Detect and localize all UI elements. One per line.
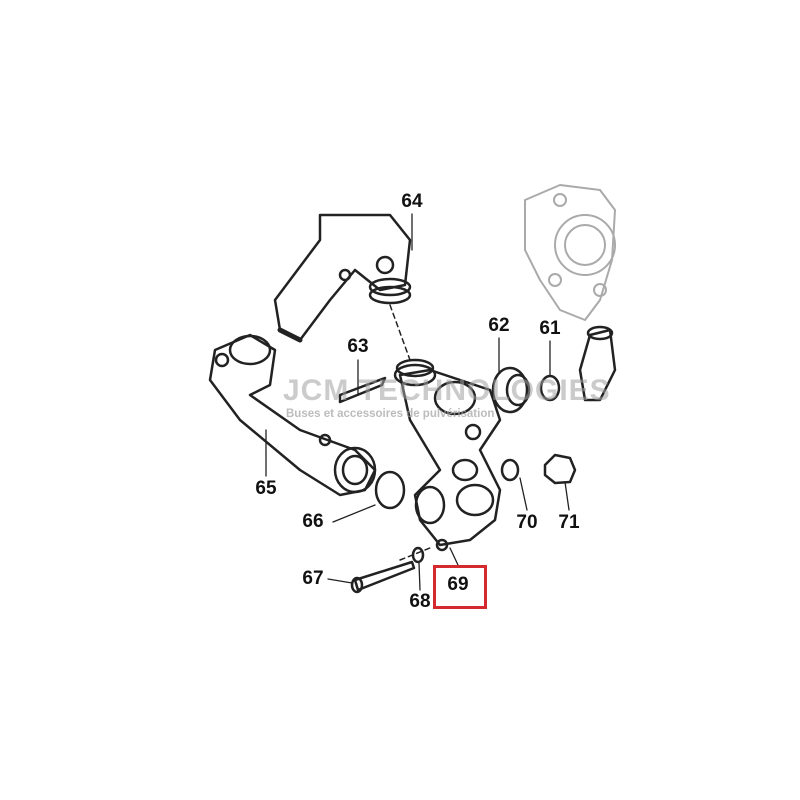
hose-fitting	[578, 325, 617, 402]
part-64	[273, 213, 412, 343]
callout-61: 61	[539, 318, 561, 339]
part-68	[411, 546, 425, 564]
callout-68: 68	[409, 591, 431, 612]
callout-69: 69	[447, 574, 469, 595]
callout-64: 64	[401, 191, 423, 212]
part-71	[543, 453, 577, 485]
part-69	[393, 358, 502, 552]
callout-62: 62	[488, 315, 510, 336]
part-63	[338, 376, 387, 404]
callout-70: 70	[516, 512, 538, 533]
part-62	[491, 366, 531, 414]
pump-housing	[524, 184, 616, 321]
watermark-subtitle: Buses et accessoires de pulvérisation	[286, 408, 495, 420]
part-67	[350, 560, 416, 594]
callout-66: 66	[302, 511, 324, 532]
part-70	[500, 458, 520, 482]
callout-71: 71	[558, 512, 580, 533]
callout-65: 65	[255, 478, 277, 499]
highlight-box	[433, 565, 487, 609]
callout-63: 63	[347, 336, 369, 357]
callout-67: 67	[302, 568, 324, 589]
part-65	[208, 333, 377, 497]
part-66	[374, 470, 406, 510]
watermark-title: JCM TECHNOLOGIES	[283, 374, 611, 407]
